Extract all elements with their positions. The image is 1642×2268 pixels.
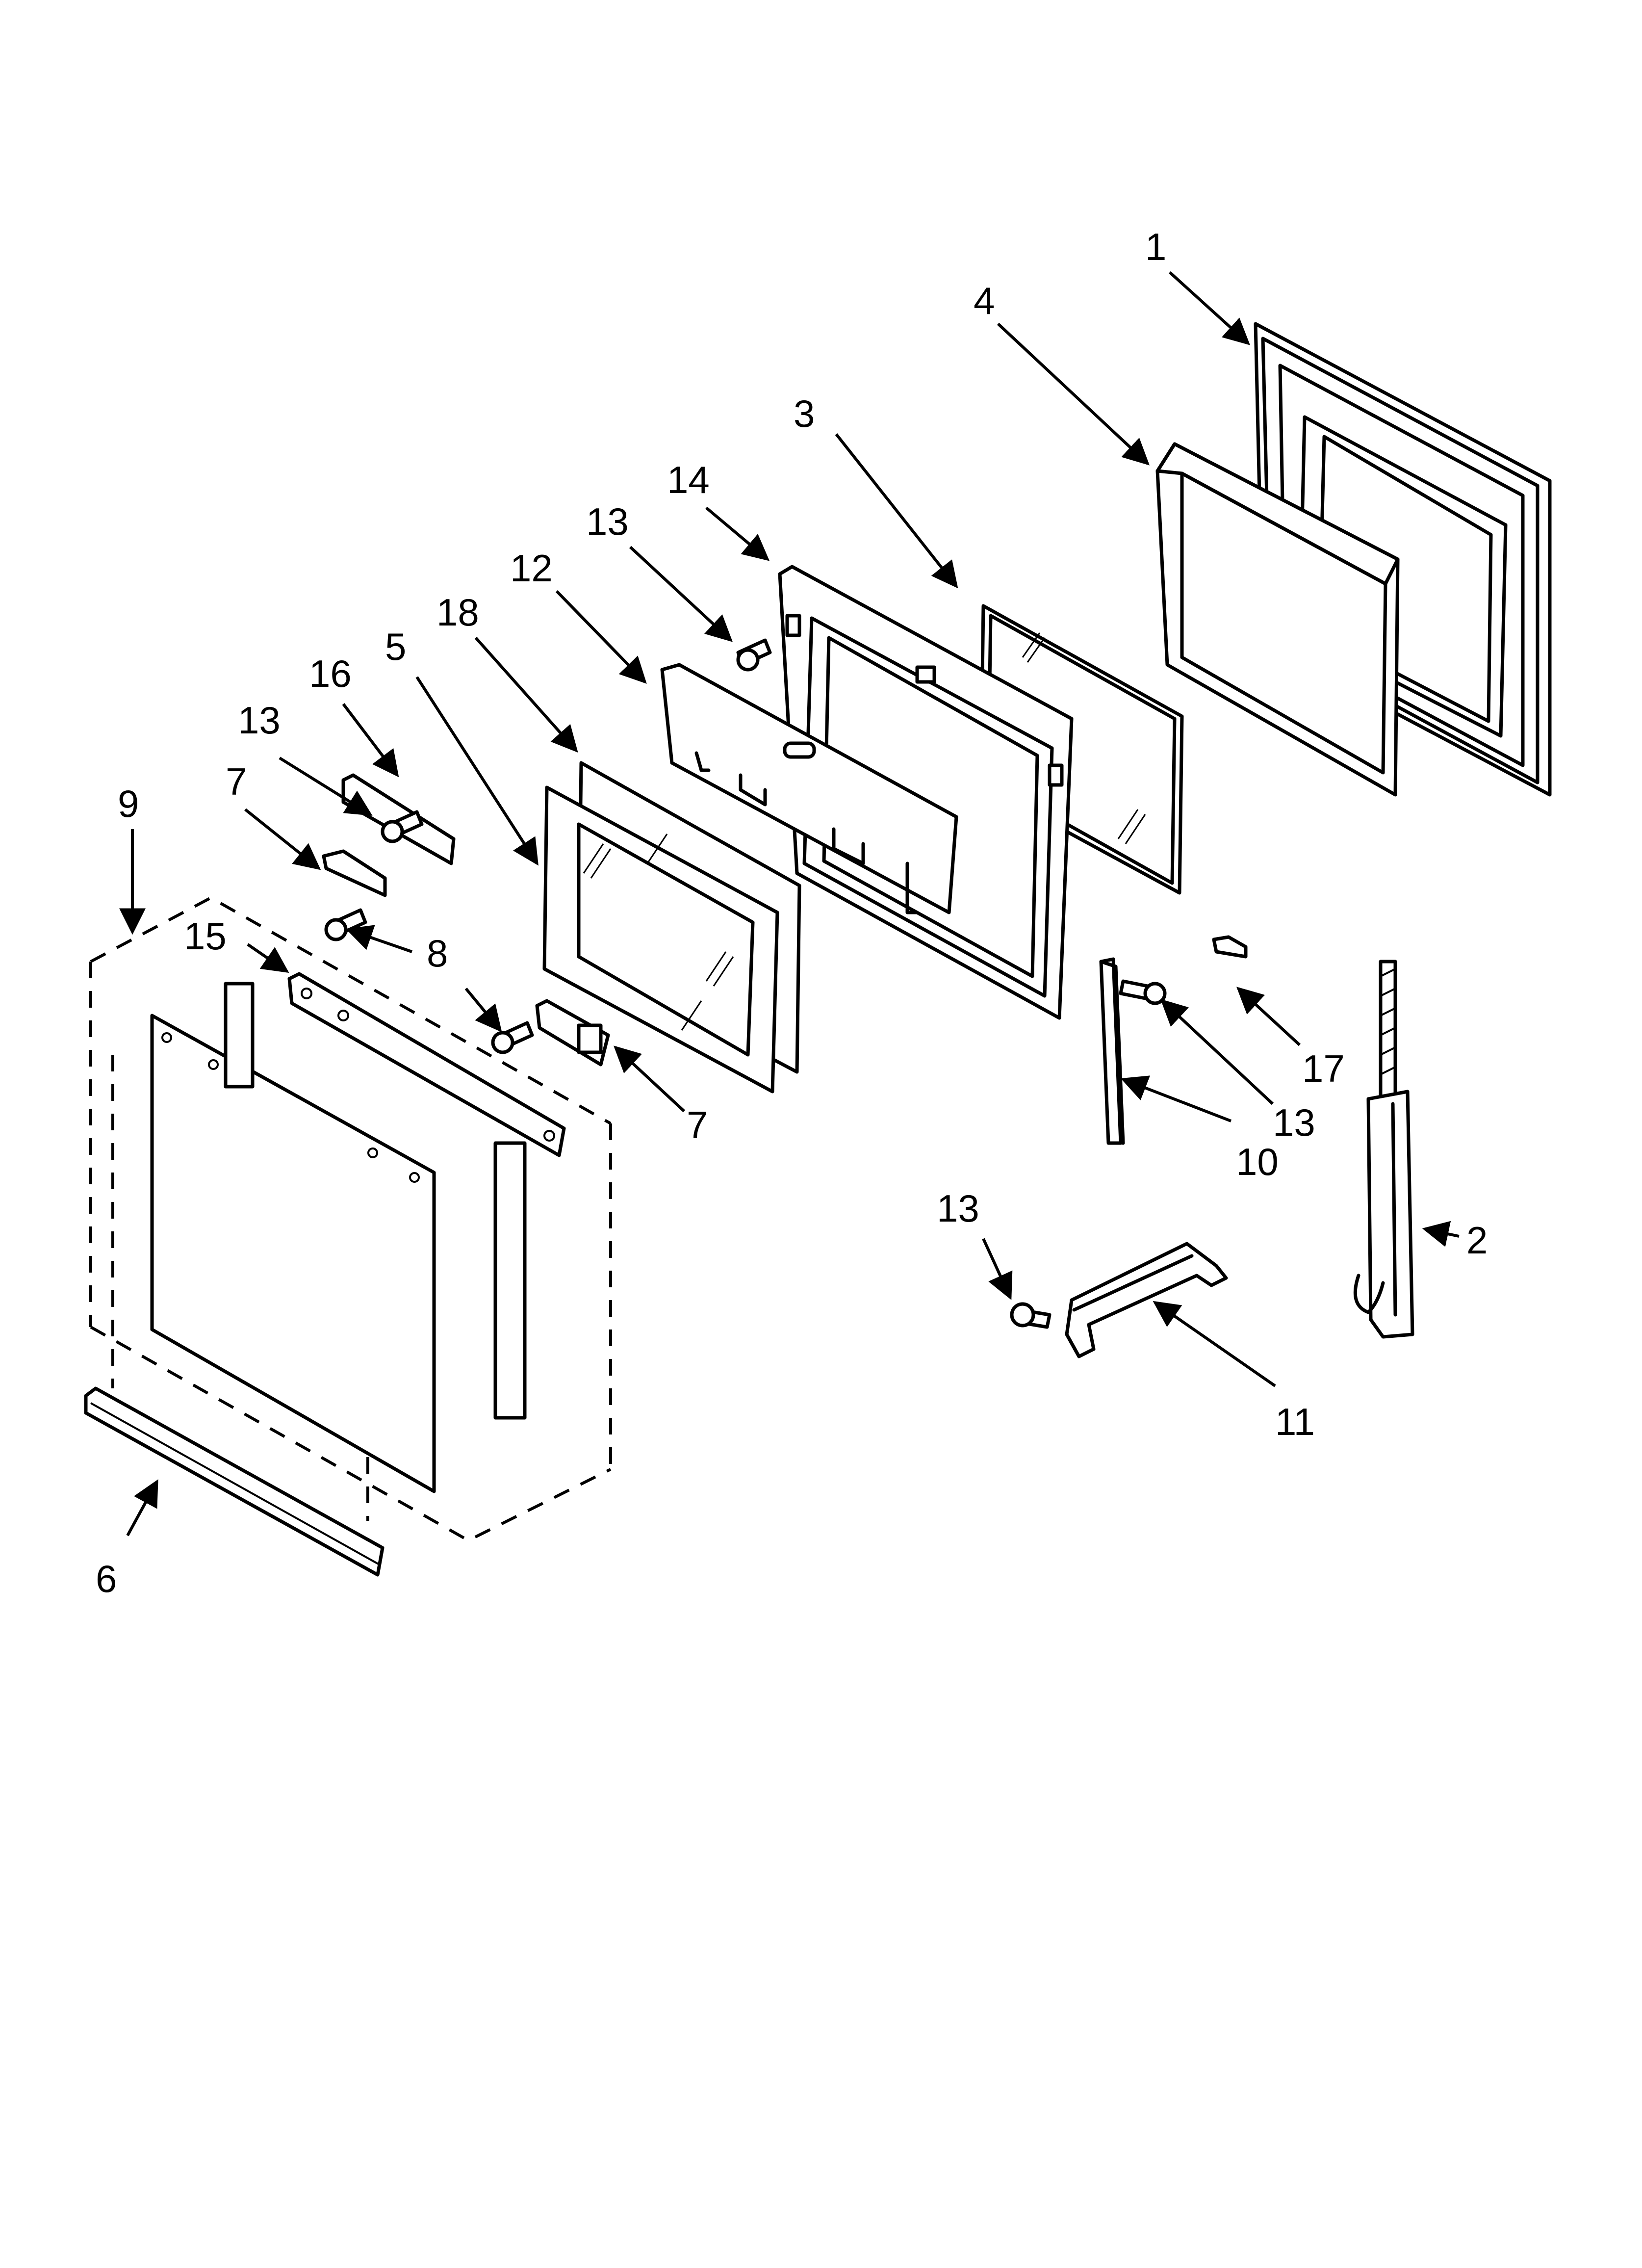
leader-3 xyxy=(835,433,958,589)
screw-part-13-top xyxy=(736,638,772,672)
callout-17: 17 xyxy=(1302,1047,1345,1090)
leader-4 xyxy=(997,322,1150,466)
callout-14: 14 xyxy=(667,458,710,501)
part-15-trim-strip xyxy=(287,972,566,1157)
screw-part-13-left xyxy=(381,810,424,843)
part-6-door-handle xyxy=(84,1386,385,1577)
callout-8: 8 xyxy=(427,932,448,975)
leader-10 xyxy=(1120,1075,1232,1122)
leader-6 xyxy=(126,1479,158,1537)
callout-4: 4 xyxy=(974,279,995,322)
callout-7-right: 7 xyxy=(687,1103,708,1147)
callout-10: 10 xyxy=(1236,1140,1279,1183)
callout-15: 15 xyxy=(184,914,227,958)
door-inner-panel xyxy=(150,982,527,1493)
callout-13-bottom: 13 xyxy=(937,1187,979,1230)
leader-5 xyxy=(415,676,539,866)
leader-18 xyxy=(474,637,578,753)
callout-2: 2 xyxy=(1466,1219,1488,1262)
callout-11: 11 xyxy=(1275,1400,1315,1443)
leader-7-right xyxy=(614,1045,686,1113)
callout-1: 1 xyxy=(1145,225,1166,268)
screw-part-13-bottom xyxy=(1010,1302,1052,1329)
part-2-hinge xyxy=(1353,960,1414,1339)
leader-1 xyxy=(1168,271,1251,345)
leader-lines xyxy=(119,271,1460,1537)
leader-15 xyxy=(247,943,289,973)
leader-13-right xyxy=(1160,999,1274,1105)
part-7-hinge-bracket-right xyxy=(535,999,610,1067)
callout-16: 16 xyxy=(309,652,352,695)
part-7-hinge-bracket-left xyxy=(322,849,387,897)
leader-8-right xyxy=(464,988,502,1033)
callout-3: 3 xyxy=(794,392,815,435)
part-12-heat-shield xyxy=(660,663,958,914)
leader-8-left xyxy=(345,925,412,953)
callout-9: 9 xyxy=(118,782,139,825)
leader-14 xyxy=(705,506,770,561)
part-17-clip xyxy=(1212,935,1248,959)
leader-13-left xyxy=(279,756,373,816)
leader-11 xyxy=(1153,1301,1276,1387)
part-4-door-frame xyxy=(1155,442,1400,797)
leader-13-top xyxy=(629,546,733,642)
callout-13-right: 13 xyxy=(1273,1101,1315,1144)
screw-part-13-right xyxy=(1119,979,1167,1005)
callout-labels: 1 4 3 14 13 12 18 5 16 13 7 9 15 8 7 6 1… xyxy=(96,225,1488,1600)
callout-7-left: 7 xyxy=(226,760,247,803)
leader-12 xyxy=(555,590,647,684)
callout-6: 6 xyxy=(96,1557,117,1600)
part-11-door-bracket xyxy=(1065,1242,1228,1358)
callout-5: 5 xyxy=(385,625,406,668)
callout-12: 12 xyxy=(510,547,553,590)
callout-18: 18 xyxy=(436,591,479,634)
part-10-latch-bracket xyxy=(1099,957,1125,1145)
leader-13-bottom xyxy=(982,1238,1013,1300)
callout-13-left: 13 xyxy=(238,699,281,742)
leader-17 xyxy=(1236,987,1301,1046)
callout-13-top: 13 xyxy=(586,500,629,543)
part-9-door-assembly-outline xyxy=(89,896,612,1542)
leader-7-left xyxy=(244,808,321,870)
screw-part-8-right xyxy=(491,1021,534,1054)
part-5-window-glass xyxy=(542,785,779,1094)
leader-16 xyxy=(342,703,399,778)
leader-2 xyxy=(1422,1221,1460,1247)
